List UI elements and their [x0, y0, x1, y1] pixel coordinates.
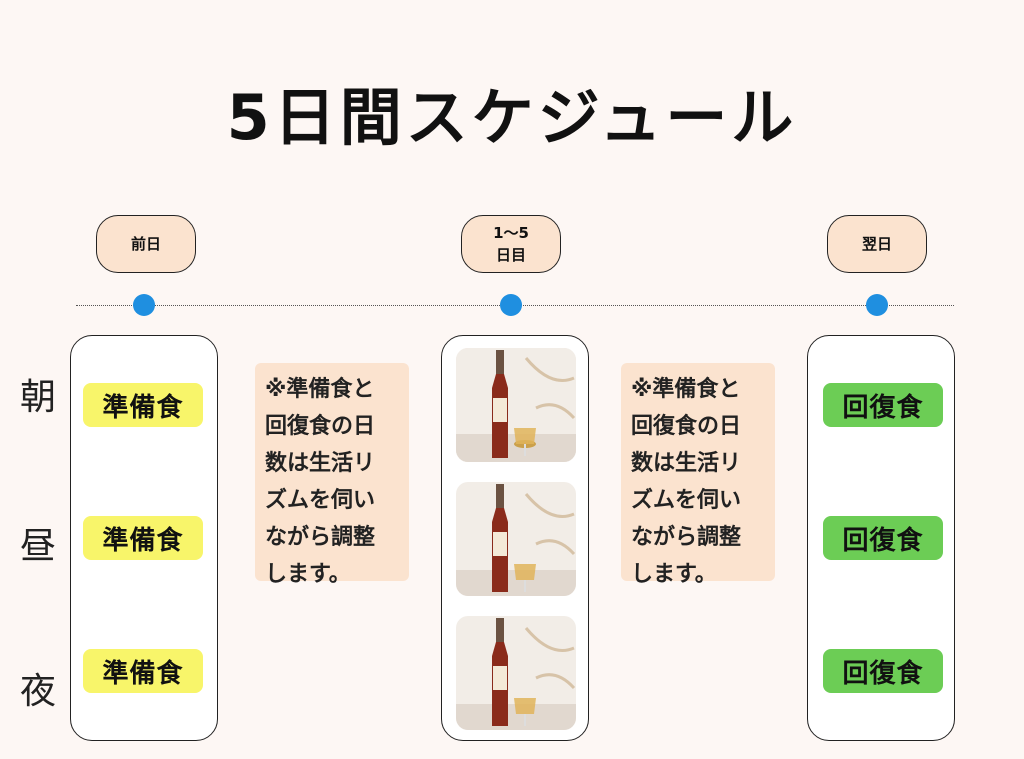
bottle-and-glass-photo: [456, 482, 576, 596]
recovery-meal-breakfast: 回復食: [823, 383, 943, 427]
meal-label-dinner: 夜: [19, 671, 56, 712]
timeline-dot-day-after: [866, 294, 888, 316]
recovery-meal-lunch: 回復食: [823, 516, 943, 560]
phase-label-days-1-5: 1～5 日目: [461, 215, 561, 273]
meal-label-lunch: 昼: [19, 526, 56, 567]
recovery-meal-dinner: 回復食: [823, 649, 943, 693]
column-days-1-5: [441, 335, 589, 741]
timeline-dot-days-1-5: [500, 294, 522, 316]
column-day-after: 回復食 回復食 回復食: [807, 335, 955, 741]
schedule-note-right: ※準備食と 回復食の日 数は生活リ ズムを伺い ながら調整 します。: [621, 363, 775, 587]
phase-label-day-after: 翌日: [827, 215, 927, 273]
phase-label-day-before: 前日: [96, 215, 196, 273]
column-day-before: 準備食 準備食 準備食: [70, 335, 218, 741]
bottle-and-glass-photo: [456, 616, 576, 730]
bottle-and-glass-photo: [456, 348, 576, 462]
prep-meal-lunch: 準備食: [83, 516, 203, 560]
timeline-dot-day-before: [133, 294, 155, 316]
meal-label-breakfast: 朝: [19, 377, 56, 418]
prep-meal-dinner: 準備食: [83, 649, 203, 693]
page-title: 5日間スケジュール: [226, 81, 798, 154]
schedule-note-left: ※準備食と 回復食の日 数は生活リ ズムを伺い ながら調整 します。: [255, 363, 409, 587]
prep-meal-breakfast: 準備食: [83, 383, 203, 427]
